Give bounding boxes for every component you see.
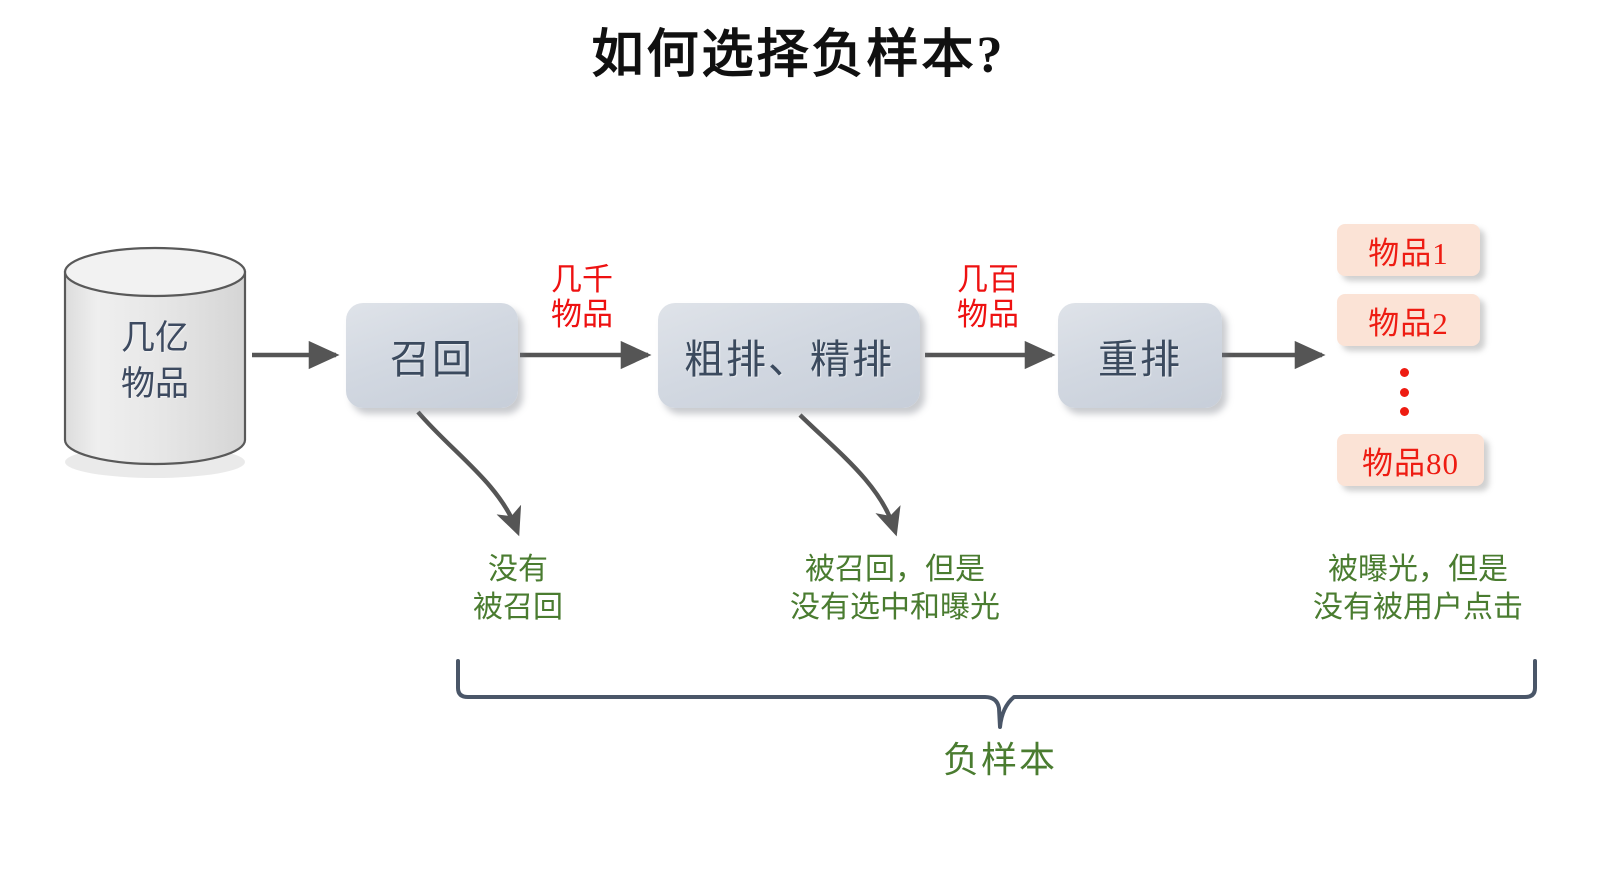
result-item-label: 物品1 xyxy=(1368,235,1449,271)
database-cylinder-icon xyxy=(63,246,247,466)
negative-sample-brace xyxy=(456,659,1537,729)
annotation-shown-not-clicked: 被曝光，但是 没有被用户点击 xyxy=(1313,553,1523,625)
stage-label-rerank: 重排 xyxy=(1098,336,1182,382)
stage-box-recall[interactable]: 召回 xyxy=(346,303,518,408)
brace-label-negative-samples: 负样本 xyxy=(942,740,1057,780)
flow-label-after-ranking: 几百 物品 xyxy=(957,262,1019,332)
page-title: 如何选择负样本? xyxy=(591,27,1006,84)
stage-label-ranking: 粗排、精排 xyxy=(684,336,894,382)
annotation-curves xyxy=(416,410,901,537)
result-item-label: 物品80 xyxy=(1362,445,1459,481)
result-item-label: 物品2 xyxy=(1368,305,1449,341)
result-list-ellipsis-icon xyxy=(1398,368,1410,416)
annotation-recalled-not-shown: 被召回，但是 没有选中和曝光 xyxy=(790,553,1000,625)
result-item-80[interactable]: 物品80 xyxy=(1337,434,1484,486)
annotation-not-recalled: 没有 被召回 xyxy=(473,553,563,625)
stage-box-ranking[interactable]: 粗排、精排 xyxy=(658,303,920,408)
result-item-1[interactable]: 物品1 xyxy=(1337,224,1480,276)
stage-box-rerank[interactable]: 重排 xyxy=(1058,303,1222,408)
result-item-2[interactable]: 物品2 xyxy=(1337,294,1480,346)
database-label: 几亿 物品 xyxy=(121,320,189,403)
flow-label-after-recall: 几千 物品 xyxy=(551,262,613,332)
stage-label-recall: 召回 xyxy=(390,336,474,382)
